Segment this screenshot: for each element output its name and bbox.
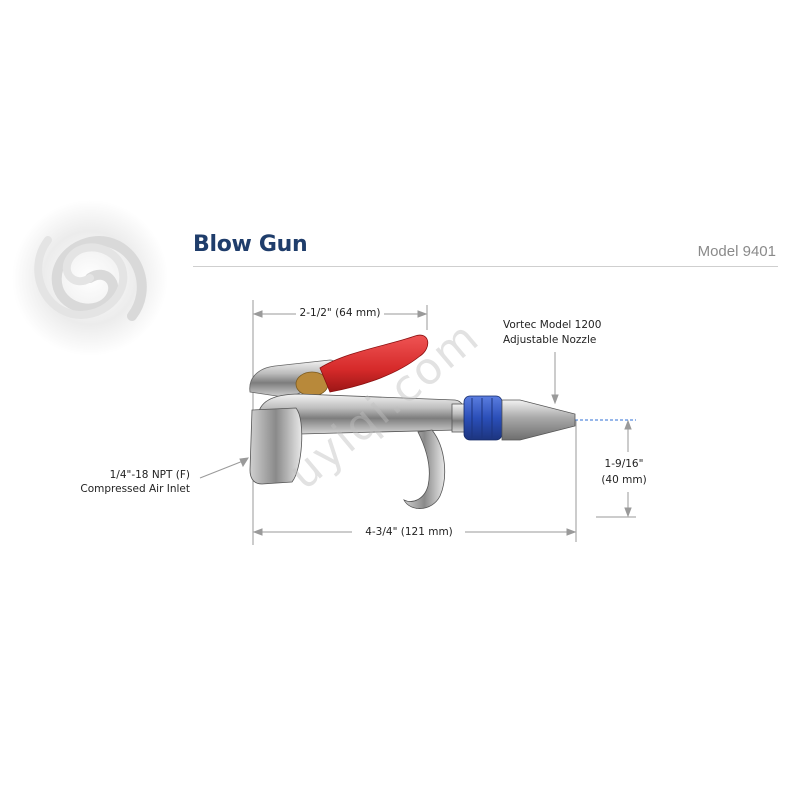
height-dimension	[596, 419, 636, 518]
inlet-label-line1: 1/4"-18 NPT (F)	[109, 469, 190, 481]
inlet-leader-arrow	[199, 457, 249, 479]
height-label-line2: (40 mm)	[601, 474, 647, 486]
nozzle-leader-arrow	[551, 352, 559, 405]
red-trigger-lever	[319, 334, 429, 393]
top-width-label: 2-1/2" (64 mm)	[299, 307, 381, 319]
nozzle-label-line1: Vortec Model 1200	[503, 319, 602, 331]
blow-gun-illustration	[249, 334, 576, 509]
total-length-dimension	[252, 420, 577, 542]
blue-collar	[463, 395, 503, 441]
hook-grip	[403, 429, 445, 509]
swirl-logo	[12, 200, 168, 356]
nozzle-cone	[501, 399, 576, 441]
height-label-line1: 1-9/16"	[604, 458, 644, 470]
inlet-label-line2: Compressed Air Inlet	[80, 483, 190, 495]
header-divider	[193, 266, 778, 267]
page-title: Blow Gun	[193, 232, 308, 257]
model-number: Model 9401	[697, 243, 776, 260]
nozzle-label-line2: Adjustable Nozzle	[503, 334, 597, 346]
total-length-label: 4-3/4" (121 mm)	[365, 526, 453, 538]
